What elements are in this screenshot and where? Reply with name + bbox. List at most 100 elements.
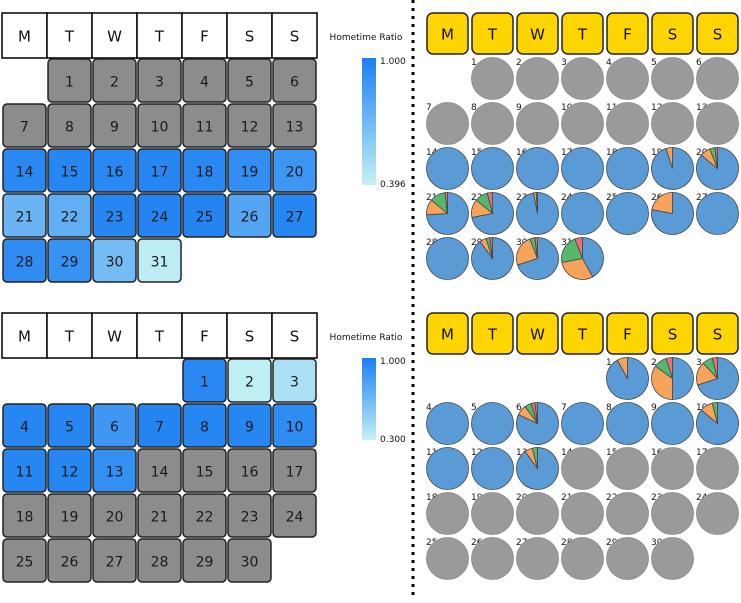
pie-slice	[517, 237, 559, 280]
day-cell	[272, 493, 317, 538]
day-number: 8	[606, 403, 612, 413]
weekday-header-cell	[606, 12, 649, 55]
day-number: 26	[651, 193, 663, 203]
day-number: 8	[471, 103, 477, 113]
day-number: 15	[606, 448, 617, 458]
pie-slice	[711, 402, 718, 424]
weekday-header-cell	[651, 312, 694, 355]
pie-slice-home	[426, 237, 469, 280]
inactive-day-circle	[606, 492, 649, 535]
weekday-header-label: T	[64, 28, 75, 46]
day-cell	[272, 58, 317, 103]
day-number: 15	[61, 165, 79, 181]
inactive-day-circle	[651, 102, 694, 145]
day-cell	[2, 148, 47, 193]
legend-colorbar	[362, 358, 376, 440]
pie-slice-home	[561, 402, 604, 445]
inactive-day-circle	[516, 102, 559, 145]
day-number: 2	[110, 75, 119, 91]
day-cell	[92, 193, 137, 238]
day-number: 14	[561, 448, 573, 458]
day-number: 20	[106, 510, 124, 526]
pie-slice	[574, 237, 583, 259]
weekday-header-label: S	[245, 328, 255, 346]
weekday-header-label: S	[668, 326, 678, 344]
day-number: 2	[245, 375, 254, 391]
day-cell	[182, 148, 227, 193]
pie-slice	[561, 258, 594, 280]
weekday-header-label: T	[64, 328, 75, 346]
weekday-header-cell	[516, 12, 559, 55]
pie-slice	[714, 147, 718, 169]
day-number: 2	[651, 358, 657, 368]
day-number: 23	[516, 193, 527, 203]
day-number: 25	[16, 555, 34, 571]
day-number: 30	[516, 238, 528, 248]
day-cell	[92, 493, 137, 538]
weekday-header-cell	[471, 312, 514, 355]
day-number: 12	[471, 448, 482, 458]
day-number: 9	[516, 103, 522, 113]
day-number: 1	[606, 358, 612, 368]
inactive-day-circle	[471, 57, 514, 100]
weekday-header-cell	[91, 12, 138, 59]
day-cell	[182, 193, 227, 238]
weekday-header-cell	[226, 12, 273, 59]
inactive-day-circle	[471, 537, 514, 580]
day-cell	[227, 193, 272, 238]
day-number: 1	[471, 58, 477, 68]
day-number: 25	[606, 193, 617, 203]
day-number: 19	[61, 510, 79, 526]
day-number: 15	[196, 465, 214, 481]
pie-slice	[665, 147, 673, 169]
day-number: 13	[516, 448, 527, 458]
day-cell	[182, 493, 227, 538]
pie-slice	[651, 192, 694, 235]
day-number: 29	[606, 538, 618, 548]
inactive-day-circle	[696, 447, 739, 490]
day-number: 22	[471, 193, 482, 203]
day-number: 14	[426, 148, 438, 158]
weekday-header-label: T	[487, 326, 498, 344]
weekday-header-label: S	[713, 26, 723, 44]
inactive-day-circle	[651, 447, 694, 490]
pie-slice	[711, 357, 718, 379]
day-number: 17	[696, 448, 707, 458]
pie-slice	[606, 357, 649, 400]
pie-slice	[696, 147, 739, 190]
day-cell	[92, 148, 137, 193]
weekday-header-label: F	[200, 328, 209, 346]
day-number: 19	[651, 148, 663, 158]
weekday-header-cell	[1, 312, 48, 359]
day-cell	[137, 238, 182, 283]
inactive-day-circle	[471, 102, 514, 145]
weekday-header-cell	[181, 12, 228, 59]
pie-slice	[665, 357, 673, 379]
inactive-day-circle	[696, 57, 739, 100]
day-number: 6	[696, 58, 702, 68]
day-cell	[2, 448, 47, 493]
pie-slice-home	[561, 147, 604, 190]
weekday-header-label: T	[577, 326, 588, 344]
pie-slice	[651, 192, 673, 214]
weekday-header-cell	[46, 12, 93, 59]
day-cell	[92, 403, 137, 448]
pie-slice	[535, 192, 538, 214]
weekday-header-cell	[426, 312, 469, 355]
day-cell	[2, 238, 47, 283]
pie-slice	[582, 237, 604, 278]
inactive-day-circle	[651, 537, 694, 580]
day-number: 27	[106, 555, 124, 571]
weekday-header-cell	[226, 312, 273, 359]
weekday-header-label: F	[623, 26, 632, 44]
day-cell	[272, 193, 317, 238]
day-number: 10	[561, 103, 573, 113]
weekday-header-cell	[651, 12, 694, 55]
legend-title: Hometime Ratio	[330, 33, 403, 43]
day-cell	[47, 193, 92, 238]
day-number: 24	[286, 510, 304, 526]
day-number: 26	[241, 210, 259, 226]
day-number: 4	[426, 403, 432, 413]
day-number: 7	[561, 403, 567, 413]
day-number: 16	[241, 465, 259, 481]
